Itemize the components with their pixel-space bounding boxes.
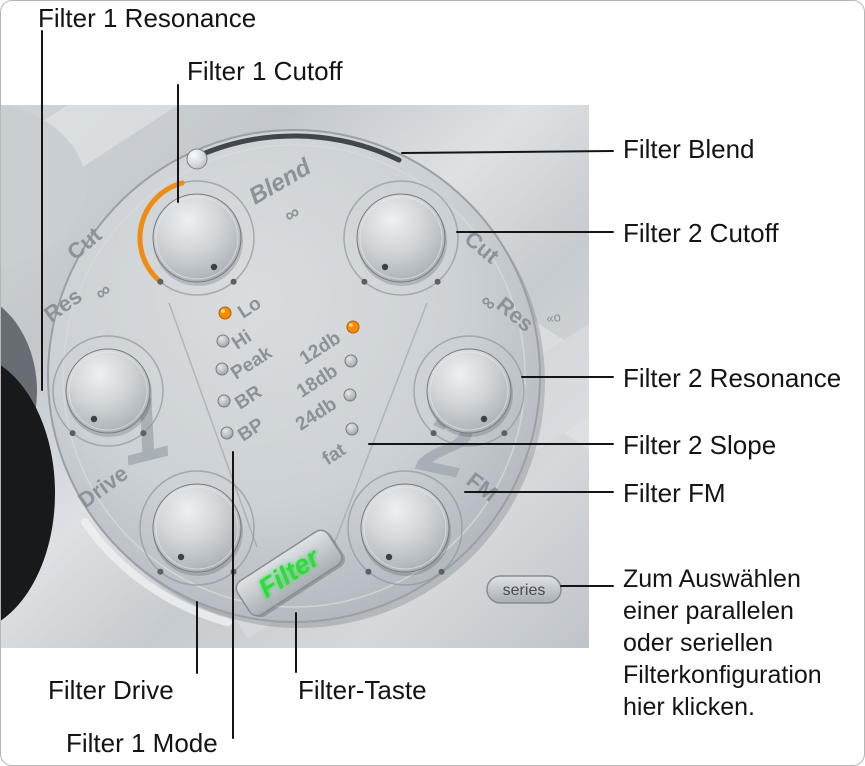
filter2-slope-led-12db[interactable] — [346, 320, 360, 334]
callout-filter2-cutoff: Filter 2 Cutoff — [623, 218, 779, 248]
filter1-mode-led-bp[interactable] — [220, 426, 234, 440]
callout-series-note: Zum Auswählen einer parallelen oder seri… — [623, 563, 822, 723]
callout-filter1-resonance: Filter 1 Resonance — [38, 3, 257, 33]
callout-filter-drive: Filter Drive — [48, 675, 174, 705]
line-filter-blend — [401, 150, 614, 154]
callout-filter2-slope: Filter 2 Slope — [623, 430, 777, 460]
filter1-mode-led-peak[interactable] — [215, 362, 229, 376]
note-line: Filterkonfiguration — [623, 661, 822, 689]
series-button[interactable]: series — [486, 575, 562, 604]
adjacent-panel-shapes — [1, 105, 86, 621]
cutoff-value-arc — [137, 180, 185, 283]
callout-filter1-cutoff: Filter 1 Cutoff — [187, 56, 343, 86]
callout-filter-blend: Filter Blend — [623, 134, 755, 164]
blend-slider-handle[interactable] — [186, 148, 208, 170]
filter2-slope-led-24db[interactable] — [343, 388, 357, 402]
series-button-label: series — [503, 582, 546, 599]
fm-knob[interactable] — [347, 470, 463, 586]
filter1-cutoff-knob[interactable] — [137, 180, 255, 296]
note-line: einer parallelen — [623, 597, 794, 625]
callout-filter1-mode: Filter 1 Mode — [66, 728, 218, 758]
rim-highlight — [81, 518, 232, 627]
drive-knob[interactable] — [139, 470, 255, 586]
note-line: hier klicken. — [623, 693, 755, 721]
filter1-mode-led-br[interactable] — [217, 394, 231, 408]
blend-slider-track — [193, 133, 402, 163]
filter2-slope-led-fat[interactable] — [345, 422, 359, 436]
callout-filter-taste: Filter-Taste — [298, 675, 427, 705]
filter2-resonance-knob[interactable] — [413, 335, 525, 447]
callout-filter-fm: Filter FM — [623, 478, 726, 508]
note-line: oder seriellen — [623, 629, 774, 657]
filter1-mode-led-hi[interactable] — [216, 334, 230, 348]
filter2-slope-led-18db[interactable] — [344, 354, 358, 368]
callout-lines — [41, 30, 614, 739]
clipped-edge-marks: «o — [545, 309, 561, 326]
etched-lines — [168, 302, 428, 548]
note-line: Zum Auswählen — [623, 565, 801, 593]
callout-filter2-resonance: Filter 2 Resonance — [623, 363, 842, 393]
filter1-resonance-knob[interactable] — [52, 335, 164, 447]
filter2-cutoff-knob[interactable] — [343, 180, 459, 296]
filter1-mode-led-lo[interactable] — [218, 306, 232, 320]
